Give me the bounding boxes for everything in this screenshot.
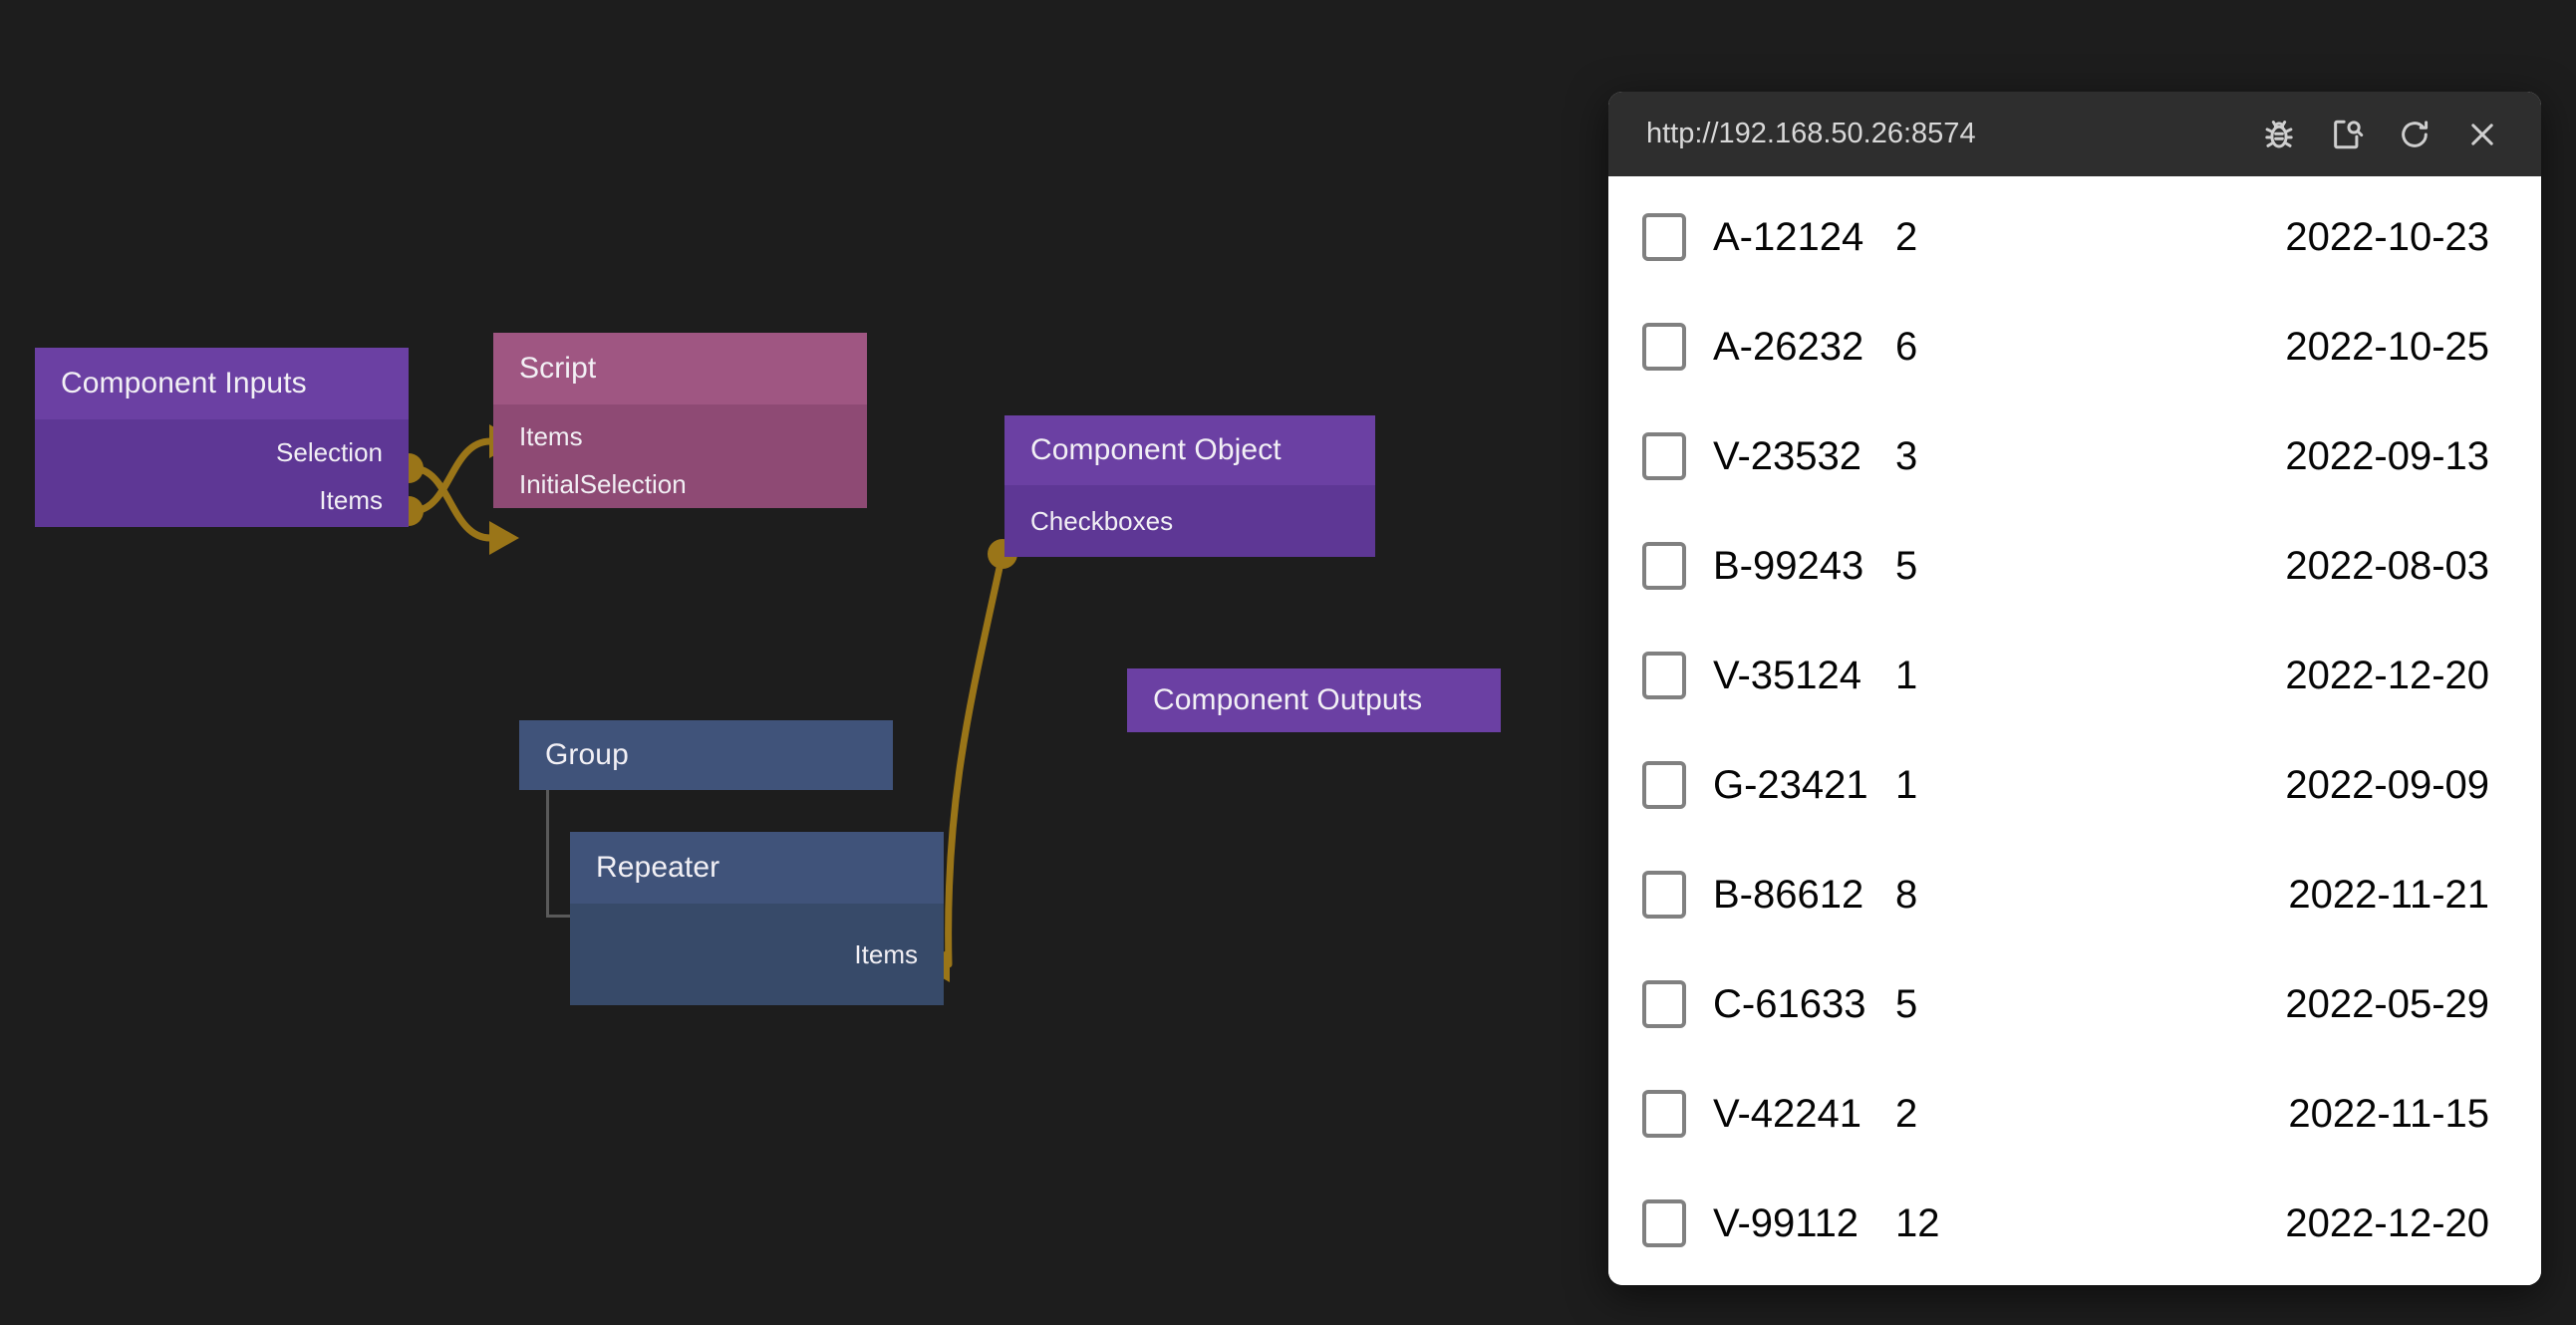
cell-date: 2022-12-20 [2285, 1200, 2489, 1245]
table-row[interactable]: G-23421 1 2022-09-09 [1608, 730, 2541, 840]
cell-id: B-86612 [1713, 872, 1864, 917]
port-items-output[interactable]: Items [854, 939, 918, 969]
cell-date: 2022-10-23 [2285, 214, 2489, 259]
node-title: Group [519, 720, 893, 790]
row-checkbox[interactable] [1642, 1090, 1686, 1138]
port-items-input[interactable]: Items [519, 421, 583, 451]
cell-quantity: 8 [1895, 872, 1918, 917]
page-search-icon[interactable] [2318, 106, 2376, 163]
row-checkbox[interactable] [1642, 213, 1686, 261]
node-graph-canvas[interactable]: Component Inputs Selection Items Script … [0, 0, 1614, 1325]
cell-id: G-23421 [1713, 762, 1868, 807]
port-initialselection-input[interactable]: InitialSelection [519, 469, 687, 499]
cell-date: 2022-11-15 [2288, 1091, 2489, 1136]
cell-quantity: 1 [1895, 653, 1918, 697]
node-ports: Checkboxes [1004, 485, 1375, 557]
node-ports: Items [570, 904, 944, 1005]
node-repeater[interactable]: Repeater Items [570, 832, 944, 1005]
table-row[interactable]: V-35124 1 2022-12-20 [1608, 621, 2541, 730]
port-items-output[interactable]: Items [319, 485, 383, 515]
table-row[interactable]: A-12124 2 2022-10-23 [1608, 182, 2541, 292]
node-component-object[interactable]: Component Object Checkboxes [1004, 415, 1375, 557]
node-title: Component Inputs [35, 348, 409, 419]
table-row[interactable]: V-42241 2 2022-11-15 [1608, 1059, 2541, 1169]
cell-quantity: 5 [1895, 543, 1918, 588]
cell-date: 2022-05-29 [2285, 981, 2489, 1026]
url-label[interactable]: http://192.168.50.26:8574 [1646, 118, 1976, 149]
cell-quantity: 2 [1895, 1091, 1918, 1136]
row-checkbox[interactable] [1642, 432, 1686, 480]
cell-id: A-26232 [1713, 324, 1864, 369]
node-title: Component Outputs [1127, 668, 1501, 732]
node-component-inputs[interactable]: Component Inputs Selection Items [35, 348, 409, 527]
cell-id: A-12124 [1713, 214, 1864, 259]
table-row[interactable]: C-61633 5 2022-05-29 [1608, 949, 2541, 1059]
cell-id: V-23532 [1713, 433, 1862, 478]
table-row[interactable]: V-99112 12 2022-12-20 [1608, 1169, 2541, 1278]
table-row[interactable]: A-26232 6 2022-10-25 [1608, 292, 2541, 401]
node-title: Component Object [1004, 415, 1375, 485]
port-selection-output[interactable]: Selection [276, 437, 383, 467]
cell-id: B-99243 [1713, 543, 1864, 588]
cell-quantity: 2 [1895, 214, 1918, 259]
node-component-outputs[interactable]: Component Outputs [1127, 668, 1501, 732]
row-checkbox[interactable] [1642, 761, 1686, 809]
row-checkbox[interactable] [1642, 542, 1686, 590]
row-checkbox[interactable] [1642, 652, 1686, 699]
cell-date: 2022-10-25 [2285, 324, 2489, 369]
node-title: Script [493, 333, 867, 404]
reload-icon[interactable] [2386, 106, 2443, 163]
cell-id: C-61633 [1713, 981, 1866, 1026]
row-checkbox[interactable] [1642, 980, 1686, 1028]
row-checkbox[interactable] [1642, 1199, 1686, 1247]
cell-quantity: 1 [1895, 762, 1918, 807]
bug-icon[interactable] [2250, 106, 2308, 163]
row-checkbox[interactable] [1642, 871, 1686, 919]
close-icon[interactable] [2453, 106, 2511, 163]
cell-id: V-99112 [1713, 1200, 1860, 1245]
node-ports: Selection Items [35, 419, 409, 527]
table-row[interactable]: B-86612 8 2022-11-21 [1608, 840, 2541, 949]
cell-date: 2022-09-13 [2285, 433, 2489, 478]
group-tree-connector [546, 790, 572, 918]
cell-quantity: 6 [1895, 324, 1918, 369]
cell-date: 2022-09-09 [2285, 762, 2489, 807]
cell-quantity: 12 [1895, 1200, 1940, 1245]
cell-id: V-42241 [1713, 1091, 1862, 1136]
preview-panel: http://192.168.50.26:8574 [1608, 92, 2541, 1285]
table-row[interactable]: V-23532 3 2022-09-13 [1608, 401, 2541, 511]
cell-date: 2022-11-21 [2288, 872, 2489, 917]
cell-quantity: 3 [1895, 433, 1918, 478]
table-row[interactable]: B-99243 5 2022-08-03 [1608, 511, 2541, 621]
row-checkbox[interactable] [1642, 323, 1686, 371]
node-ports: Items InitialSelection [493, 404, 867, 508]
wire-checkboxes-to-repeater-items [945, 550, 1006, 968]
wire-items-to-items [409, 437, 494, 515]
port-checkboxes-input[interactable]: Checkboxes [1030, 506, 1174, 536]
cell-date: 2022-12-20 [2285, 653, 2489, 697]
connection-wires-layer [394, 424, 1017, 982]
cell-quantity: 5 [1895, 981, 1918, 1026]
cell-date: 2022-08-03 [2285, 543, 2489, 588]
preview-panel-titlebar: http://192.168.50.26:8574 [1608, 92, 2541, 176]
node-group[interactable]: Group [519, 720, 893, 790]
wire-selection-to-initialselection [409, 464, 494, 542]
arrowhead-script-initialselection [489, 521, 519, 555]
node-title: Repeater [570, 832, 944, 904]
cell-id: V-35124 [1713, 653, 1862, 697]
node-script[interactable]: Script Items InitialSelection [493, 333, 867, 508]
